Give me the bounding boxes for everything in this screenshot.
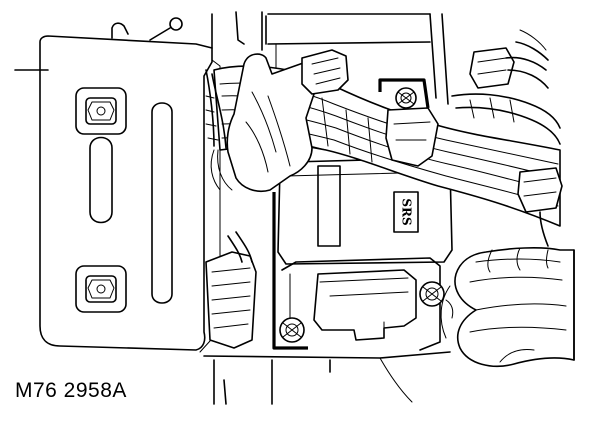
bolt-lower-left-icon <box>279 317 305 343</box>
right-connector <box>517 167 563 247</box>
wiring-harness <box>205 29 561 349</box>
lower-fastener <box>75 265 127 313</box>
hand-illustration <box>440 247 575 368</box>
vehicle-structure <box>203 11 451 405</box>
upper-fastener <box>75 87 127 135</box>
bolt-upper-icon <box>378 78 430 109</box>
srs-control-module: SRS <box>272 78 453 351</box>
srs-label: SRS <box>400 198 414 225</box>
figure-label: M76 2958A <box>15 379 127 402</box>
bolt-lower-right-icon <box>419 281 445 307</box>
mounting-bracket <box>14 17 221 353</box>
